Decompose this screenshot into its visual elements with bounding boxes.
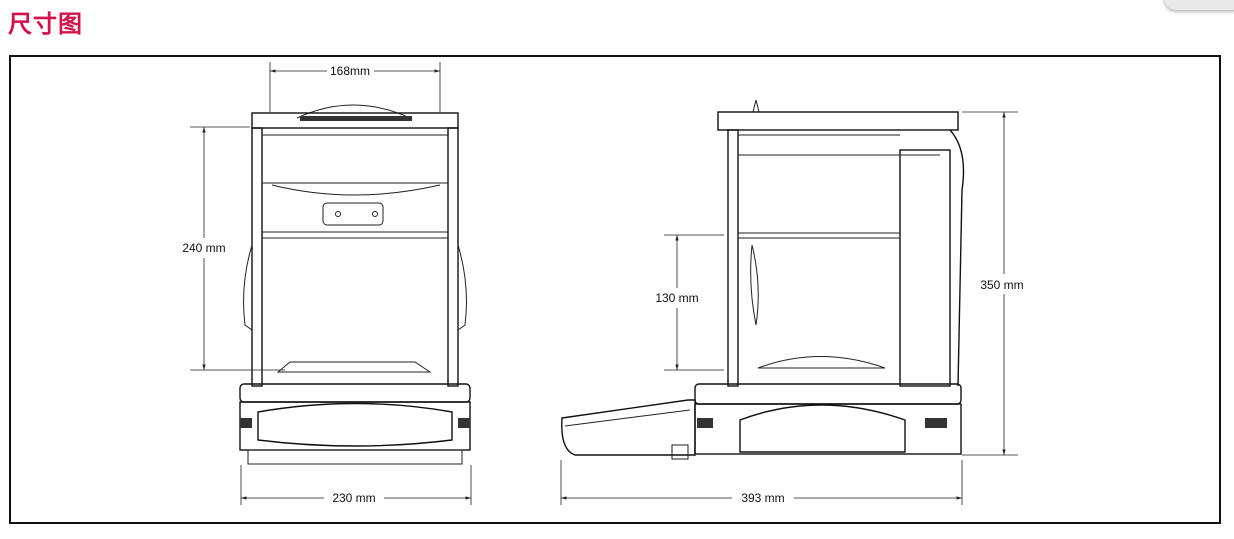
dim-label-130mm: 130 mm xyxy=(655,291,698,305)
dim-label-168mm: 168mm xyxy=(330,64,370,78)
dim-label-240mm: 240 mm xyxy=(182,241,225,255)
dim-label-350mm: 350 mm xyxy=(980,278,1023,292)
dimension-130mm: 130 mm xyxy=(655,234,724,371)
side-view-balance xyxy=(561,99,965,460)
front-view-balance xyxy=(239,104,471,465)
dim-label-393mm: 393 mm xyxy=(741,491,784,505)
dimension-230mm: 230 mm xyxy=(240,465,472,505)
dimension-393mm: 393 mm xyxy=(560,460,963,505)
dim-label-230mm: 230 mm xyxy=(332,491,375,505)
drawing-frame xyxy=(9,55,1221,524)
corner-decoration xyxy=(1164,0,1234,10)
dimension-240mm: 240 mm xyxy=(182,126,285,371)
page-title: 尺寸图 xyxy=(8,10,83,38)
dimension-168mm: 168mm xyxy=(269,62,441,112)
dimension-350mm: 350 mm xyxy=(962,111,1024,456)
